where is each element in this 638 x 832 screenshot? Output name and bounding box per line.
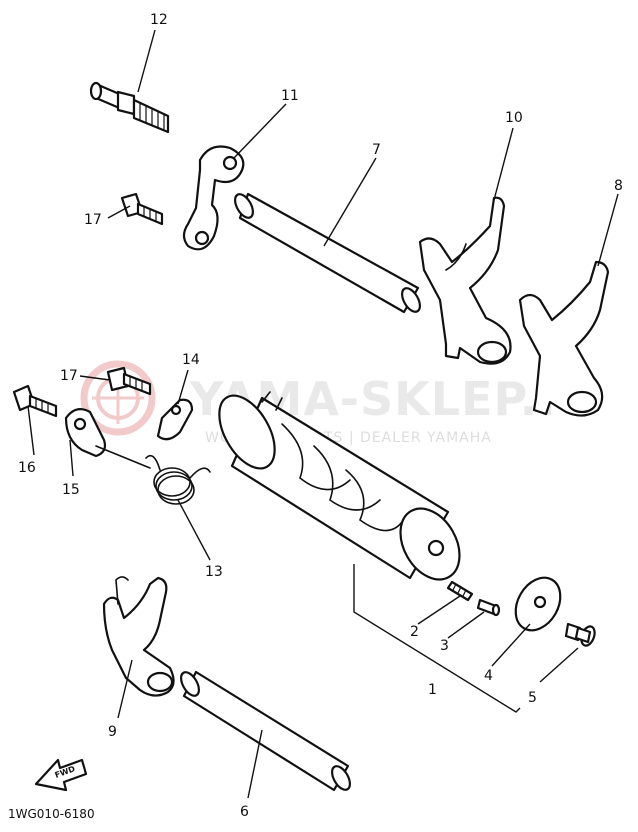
part-16-bolt [12,384,58,418]
callout-12: 12 [150,12,168,28]
callout-1: 1 [428,682,437,698]
part-8-shift-fork [518,260,610,417]
callout-17-top: 17 [84,212,102,228]
callout-8: 8 [614,178,623,194]
part-3-pin [476,598,501,617]
part-12-stud-bolt [89,81,170,134]
callout-14: 14 [182,352,200,368]
callout-labels: 12 11 7 10 8 17 14 17 16 15 13 9 6 2 3 1… [18,12,623,820]
forward-arrow-icon: FWD [34,758,88,792]
part-6-shaft [180,670,351,792]
callout-13: 13 [205,564,223,580]
callout-7: 7 [372,142,381,158]
part-15-lever [64,407,151,469]
part-4-washer [514,576,562,632]
leader-lines [27,29,619,799]
part-7-shaft [234,192,421,314]
part-1-shift-drum [218,391,461,581]
part-17-bolt-top [120,192,164,226]
part-13-spring [145,454,211,505]
callout-15: 15 [62,482,80,498]
callout-4: 4 [484,668,493,684]
watermark: YAMA-SKLEP.P WORLD OF PARTS | DEALER YAM… [80,360,572,446]
part-10-shift-fork [418,196,512,365]
callout-5: 5 [528,690,537,706]
part-code: 1WG010-6180 [8,807,95,821]
callout-16: 16 [18,460,36,476]
part-2-pin [446,580,474,602]
callout-10: 10 [505,110,523,126]
callout-9: 9 [108,724,117,740]
callout-17-middle: 17 [60,368,78,384]
part-17-bolt-middle [106,366,152,396]
part-14-plate [156,398,194,441]
callout-11: 11 [281,88,299,104]
part-5-screw [564,622,596,647]
part-9-shift-fork [102,576,175,697]
part-11-bracket [182,145,245,251]
callout-3: 3 [440,638,449,654]
callout-6: 6 [240,804,249,820]
callout-2: 2 [410,624,419,640]
